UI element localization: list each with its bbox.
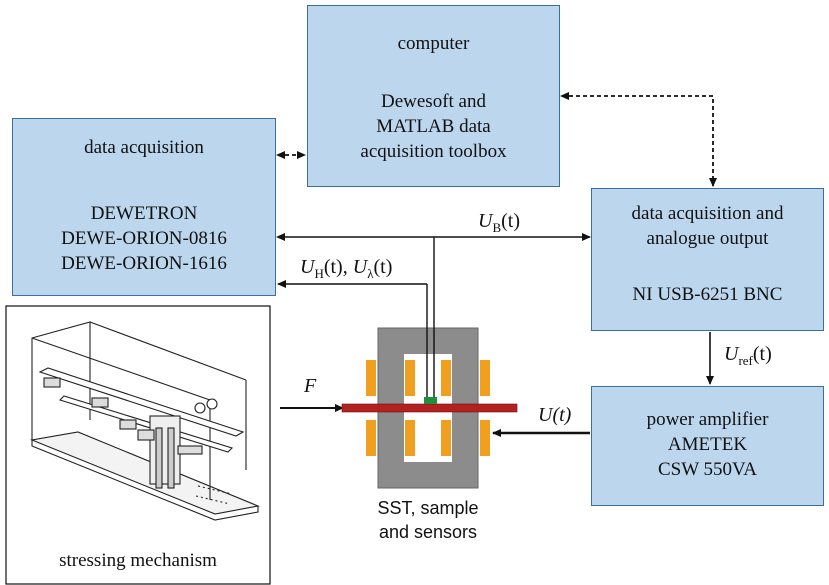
coil: [441, 360, 451, 396]
coil: [441, 420, 451, 456]
daq-box: data acquisition DEWETRON DEWE-ORION-081…: [12, 118, 276, 296]
ni-title-2: analogue output: [646, 228, 769, 249]
ni-box: data acquisition and analogue output NI …: [591, 188, 824, 331]
amp-line-2: AMETEK: [667, 434, 748, 455]
uh-ul-label: UH(t), Uλ(t): [300, 256, 393, 281]
sst-caption: SST, sample and sensors: [348, 496, 508, 544]
ut-label: U(t): [538, 404, 572, 426]
stressing-mechanism-drawing: [30, 321, 260, 521]
coil: [366, 360, 376, 396]
computer-ni-link: [560, 92, 717, 187]
ni-title-1: data acquisition and: [631, 203, 784, 224]
coil: [405, 420, 415, 456]
amp-line-3: CSW 550VA: [657, 459, 758, 480]
daq-line-1: DEWETRON: [90, 203, 198, 224]
computer-line-3: acquisition toolbox: [360, 141, 507, 162]
coil: [480, 420, 490, 456]
sample-strip: [341, 403, 518, 413]
amp-box: power amplifier AMETEK CSW 550VA: [591, 386, 824, 506]
sst-device: [341, 237, 518, 489]
daq-title: data acquisition: [84, 137, 204, 158]
coil: [405, 360, 415, 396]
stress-frame: [5, 305, 271, 585]
sst-caption-line-1: SST, sample: [377, 498, 479, 518]
computer-title: computer: [397, 33, 470, 54]
coil: [366, 420, 376, 456]
computer-line-1: Dewesoft and: [381, 91, 486, 112]
sst-caption-line-2: and sensors: [378, 522, 478, 542]
ni-line-1: NI USB-6251 BNC: [632, 284, 783, 305]
daq-line-2: DEWE-ORION-0816: [61, 228, 227, 249]
daq-line-3: DEWE-ORION-1616: [61, 253, 227, 274]
computer-line-2: MATLAB data: [376, 116, 491, 137]
coil: [480, 360, 490, 396]
sensor-element: [424, 397, 437, 404]
force-label: F: [304, 375, 317, 397]
amp-line-1: power amplifier: [646, 409, 769, 430]
uref-label: Uref(t): [724, 343, 772, 368]
ub-label: UB(t): [478, 210, 521, 235]
computer-box: computer Dewesoft and MATLAB data acquis…: [307, 5, 560, 187]
stress-caption: stressing mechanism: [59, 550, 217, 571]
